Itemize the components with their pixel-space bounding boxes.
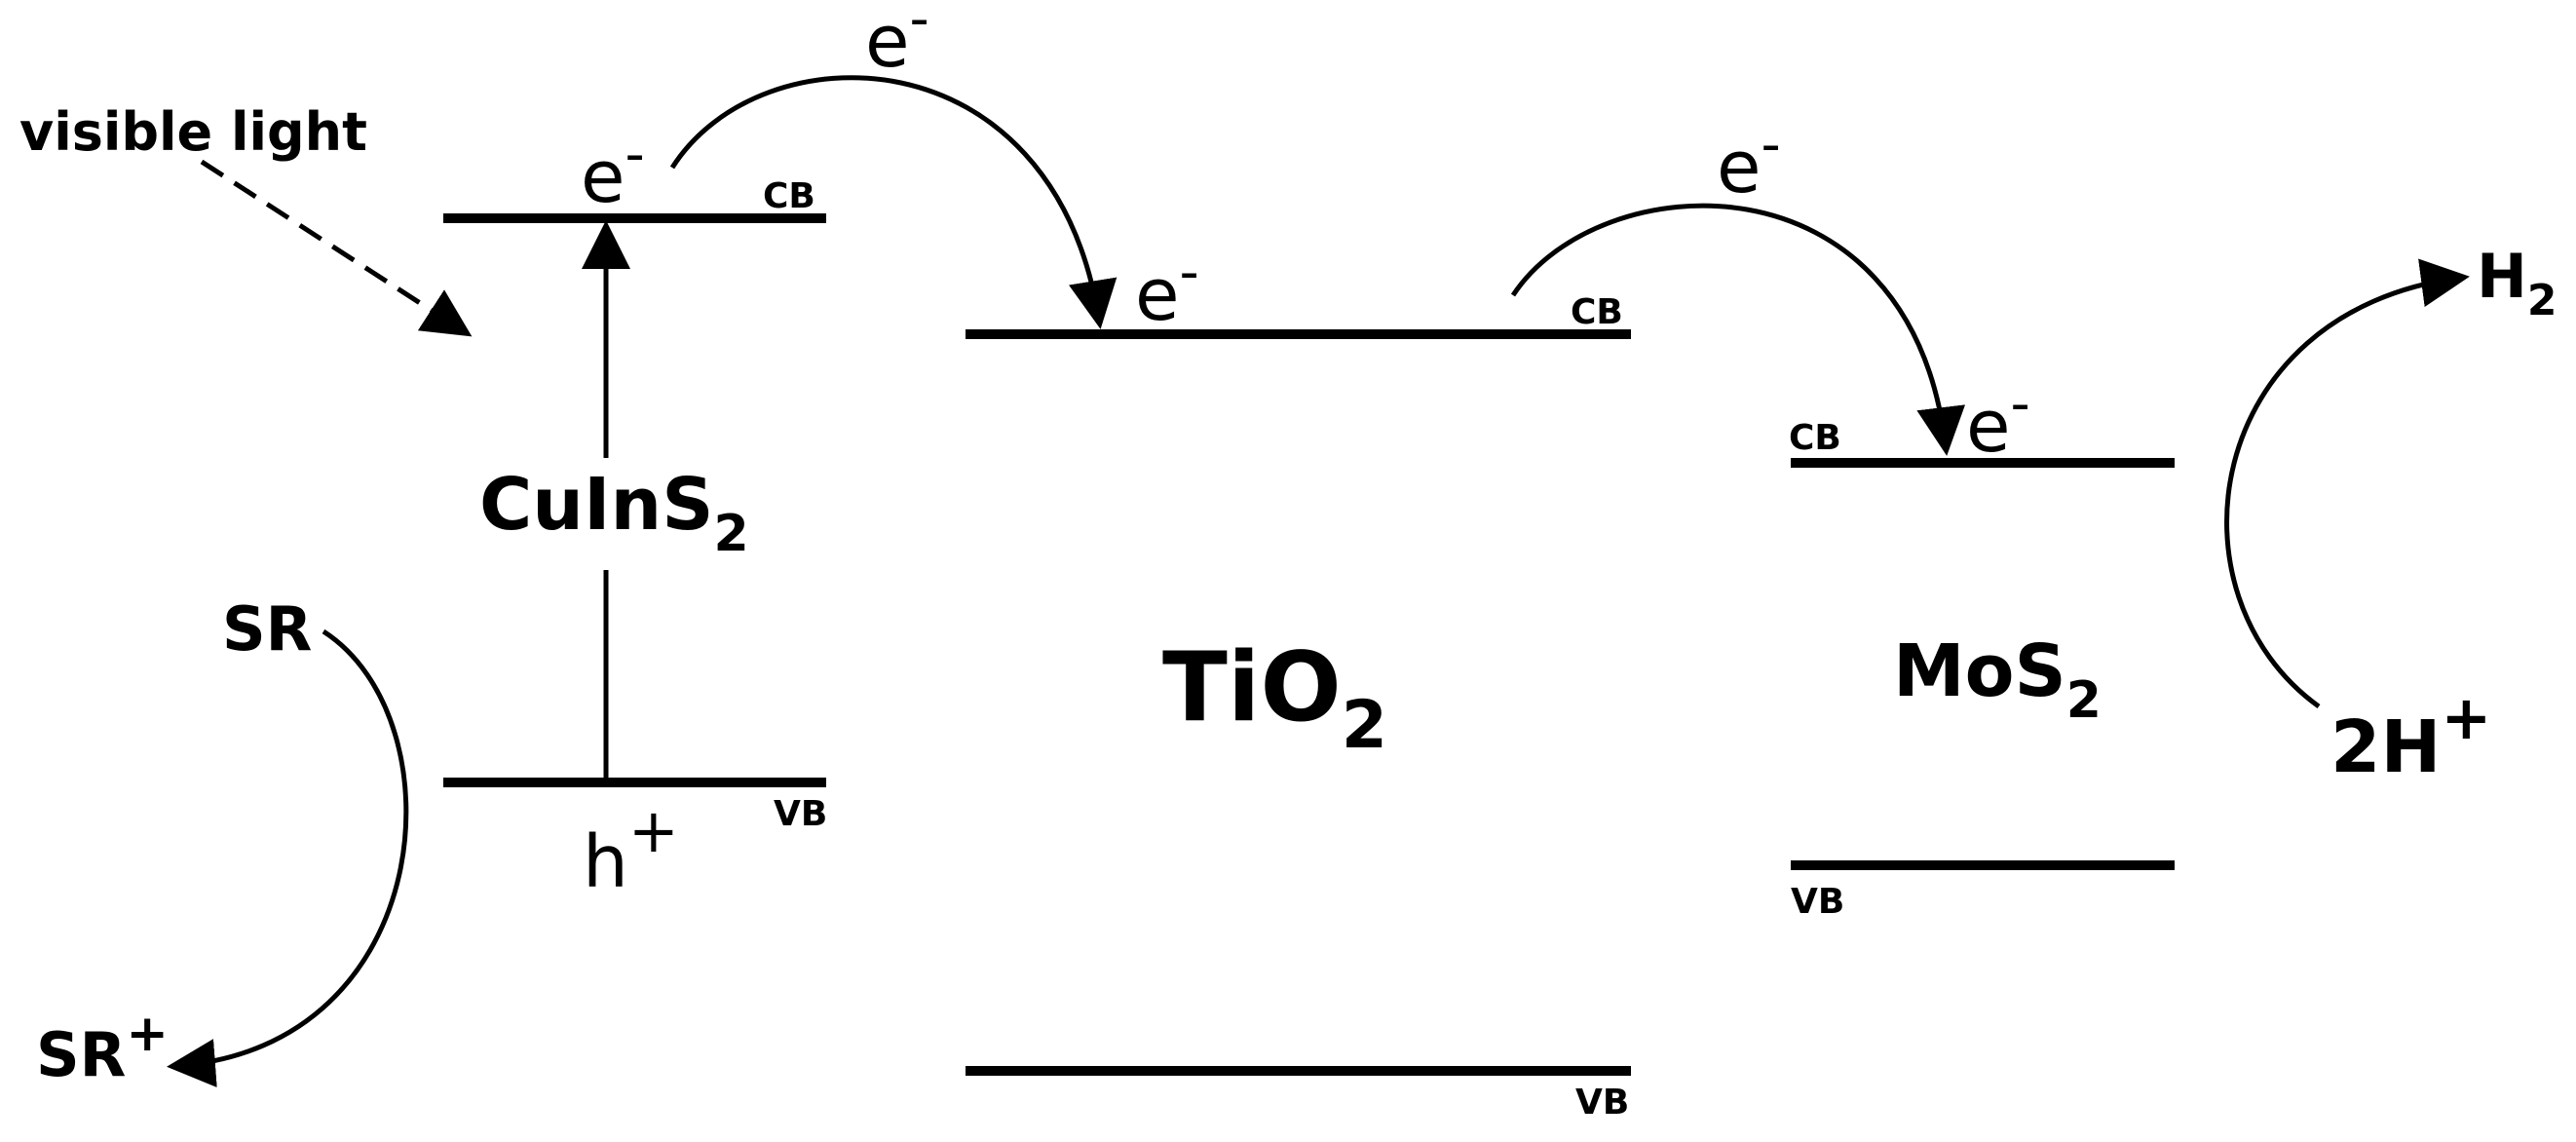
mos2-cb-label: CB — [1789, 418, 1841, 458]
electron-transfer-arrow-cuins2-tio2 — [669, 75, 1118, 329]
cuins2-vb-label: VB — [774, 794, 827, 834]
electron-label-mos2-cb: e- — [1966, 372, 2030, 469]
cuins2-cb-label: CB — [763, 176, 815, 216]
electron-label-cuins2-cb: e- — [581, 123, 645, 219]
proton-label: 2H+ — [2330, 682, 2491, 789]
proton-reduction-arrow — [2224, 258, 2470, 709]
electron-transfer-arrow-tio2-mos2 — [1510, 203, 1966, 456]
hydrogen-label: H2 — [2477, 241, 2557, 325]
electron-label-transfer-1: e- — [865, 0, 929, 84]
tio2-cb-label: CB — [1571, 292, 1623, 332]
hole-label: h+ — [583, 795, 679, 904]
mos2-label: MoS2 — [1893, 629, 2102, 730]
electron-label-tio2-cb: e- — [1135, 241, 1199, 337]
tio2-vb-label: VB — [1575, 1083, 1629, 1123]
sr-oxidation-arrow — [167, 628, 409, 1087]
cuins2-label: CuInS2 — [479, 463, 749, 563]
sr-plus-label: SR+ — [36, 1005, 169, 1090]
sr-label: SR — [222, 593, 312, 665]
mos2-vb-label: VB — [1791, 882, 1844, 922]
electron-label-transfer-2: e- — [1717, 113, 1781, 209]
tio2-label: TiO2 — [1162, 632, 1387, 764]
visible-light-label: visible light — [19, 101, 367, 163]
visible-light-arrow — [200, 159, 473, 337]
